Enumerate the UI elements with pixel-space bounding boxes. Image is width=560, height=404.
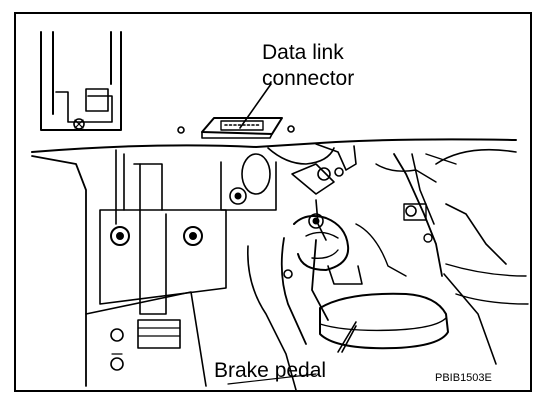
data-link-connector-label: Data link connector	[262, 40, 354, 92]
brake-pedal-label: Brake pedal	[214, 359, 327, 382]
dashboard-lower-illustration	[31, 31, 529, 390]
pedal-bracket	[220, 143, 357, 241]
figure-code: PBIB1503E	[435, 372, 492, 384]
steering-column	[40, 31, 122, 131]
accelerator-pedal	[375, 148, 529, 365]
data-link-connector-label-line2: connector	[262, 67, 355, 90]
data-link-leader-line	[239, 83, 272, 129]
data-link-connector-label-line1: Data link	[262, 41, 344, 64]
diagram-frame: Data link connector Brake pedal PBIB1503…	[14, 12, 532, 392]
floor-lines	[227, 223, 407, 390]
brake-pedal-leader-line	[337, 321, 357, 353]
data-link-connector	[201, 117, 283, 139]
left-lower-panel	[99, 149, 227, 315]
lower-left-bracket	[85, 291, 207, 387]
brake-pedal-arm	[280, 215, 363, 345]
brake-pedal-pad	[319, 292, 449, 353]
dash-lower-edge	[31, 125, 517, 387]
